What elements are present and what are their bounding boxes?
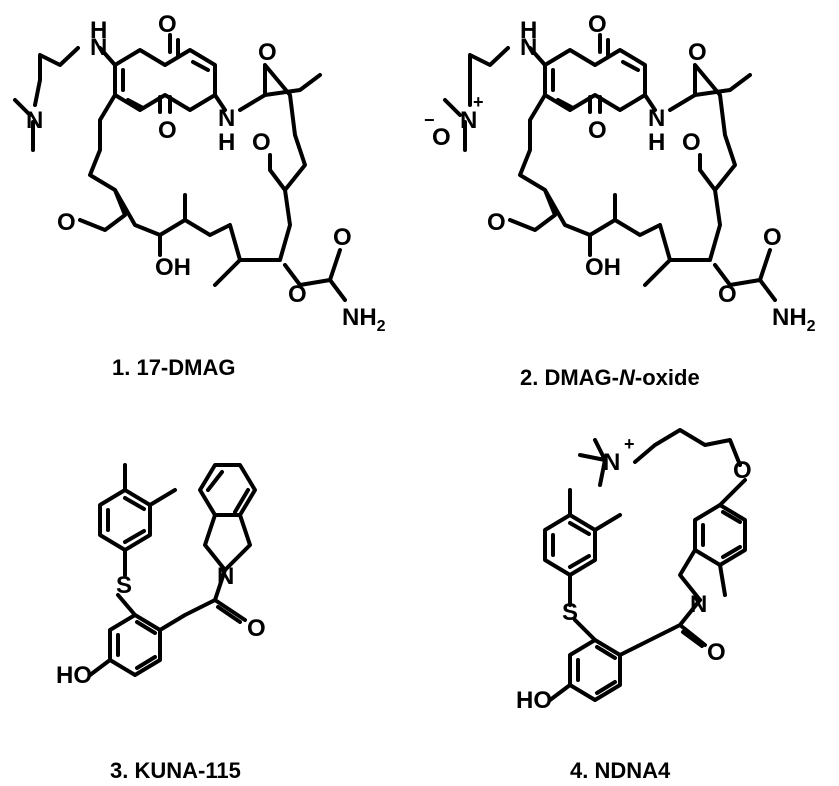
caption-dmag-n-oxide: 2. DMAG-N-oxide xyxy=(520,365,700,390)
quinone-double-bonds-2 xyxy=(551,33,640,114)
atom-s-1: S xyxy=(116,572,132,599)
side-chain-n-oxide xyxy=(443,46,547,152)
atom-o-methoxy-left-2: O xyxy=(487,209,506,236)
caption-17-dmag: 1. 17-DMAG xyxy=(112,355,235,380)
atom-o-carbamate: O xyxy=(288,281,307,308)
atom-nh-2: N xyxy=(520,34,537,61)
atom-nh-amide-2: N xyxy=(648,105,665,132)
phenol-oh-bond-2 xyxy=(548,683,572,702)
macrocycle-left xyxy=(78,93,242,287)
atom-oh-2: OH xyxy=(585,254,621,281)
atom-o-n-oxide: O xyxy=(432,124,451,151)
carbamate-2 xyxy=(713,248,777,302)
atom-n-dimethyl: N xyxy=(26,107,43,134)
atom-o-quinone-4: O xyxy=(588,117,607,144)
atom-nh-amide: N xyxy=(218,105,235,132)
isoindoline-ring xyxy=(198,463,257,572)
atom-nh-1: N xyxy=(90,34,107,61)
structure-kuna-115: S HO N O 3. KUNA-115 xyxy=(56,463,266,783)
macrocycle-right xyxy=(213,63,322,262)
atom-n-oxide: N xyxy=(460,107,477,134)
atom-o-carbamate-2: O xyxy=(718,281,737,308)
atom-o-methoxy-right: O xyxy=(252,129,271,156)
atom-o-quinone-3: O xyxy=(588,11,607,38)
atom-o-methoxy-left: O xyxy=(57,209,76,236)
ammonium-methyls xyxy=(578,438,607,487)
carbamate xyxy=(283,248,347,302)
atom-ho-1: HO xyxy=(56,662,92,689)
phenol-ring-2 xyxy=(568,638,622,702)
atom-s-2: S xyxy=(562,599,578,626)
thioether-bonds-2 xyxy=(568,573,597,642)
atom-o-carbonyl-2: O xyxy=(763,224,782,251)
atom-n-isoindoline-1: N xyxy=(217,563,234,590)
atom-h-1: H xyxy=(90,17,107,44)
atom-o-carbonyl: O xyxy=(333,224,352,251)
atom-o-amide-4: O xyxy=(707,639,726,666)
caption-kuna-115: 3. KUNA-115 xyxy=(110,758,241,783)
xylyl-ring xyxy=(98,488,152,552)
benzoyl-bonds-2 xyxy=(618,598,707,657)
xylyl-methyls xyxy=(123,463,177,507)
atom-o-quinone-2: O xyxy=(158,117,177,144)
atom-n-ammonium: N xyxy=(603,449,620,476)
thioether-bonds xyxy=(116,548,137,617)
isoindoline-ring-2 xyxy=(678,548,727,602)
xylyl-methyls-2 xyxy=(568,488,622,532)
quinone-ring-bonds-2 xyxy=(543,48,647,112)
atom-h-2: H xyxy=(520,17,537,44)
phenol-oh-bond xyxy=(88,658,112,677)
atom-o-amide: O xyxy=(258,39,277,66)
caption-ndna4: 4. NDNA4 xyxy=(570,758,671,783)
atom-o-amide-2: O xyxy=(688,39,707,66)
structure-17-dmag: N H N O O N H O O OH O O O NH2 1. 17-DMA… xyxy=(13,11,386,380)
atom-o-methoxy-right-2: O xyxy=(682,129,701,156)
quinone-ring-bonds xyxy=(113,48,217,112)
macrocycle-right-2 xyxy=(643,63,752,262)
macrocycle-left-2 xyxy=(508,93,672,287)
quinone-double-bonds xyxy=(121,33,210,114)
isoindoline-aromatic-2 xyxy=(693,503,747,567)
atom-o-quinone-1: O xyxy=(158,11,177,38)
atom-o-ether: O xyxy=(733,457,752,484)
charge-minus-n-oxide: − xyxy=(424,110,435,130)
charge-plus-ammonium: + xyxy=(624,434,635,454)
methoxy-right xyxy=(268,153,287,192)
side-chain-dmae xyxy=(13,46,117,152)
propoxy-chain xyxy=(633,428,747,507)
atom-o-amide-3: O xyxy=(247,615,266,642)
atom-ho-2: HO xyxy=(516,687,552,714)
charge-plus-n-oxide: + xyxy=(473,92,484,112)
atom-h-amide-2: H xyxy=(648,129,665,156)
atom-oh-1: OH xyxy=(155,254,191,281)
xylyl-ring-2 xyxy=(543,513,597,577)
atom-h-amide: H xyxy=(218,129,235,156)
benzoyl-bonds xyxy=(158,568,247,632)
methoxy-right-2 xyxy=(698,153,717,192)
structure-ndna4: N + O S HO N O 4. NDNA4 xyxy=(516,428,752,783)
atom-n-isoindoline-2: N xyxy=(690,591,707,618)
atom-nh2-2: NH2 xyxy=(772,304,816,335)
structure-dmag-n-oxide: N H N + O − O O N H O O OH O O O NH2 2. … xyxy=(424,11,816,390)
atom-nh2-1: NH2 xyxy=(342,304,386,335)
phenol-ring xyxy=(108,613,162,677)
